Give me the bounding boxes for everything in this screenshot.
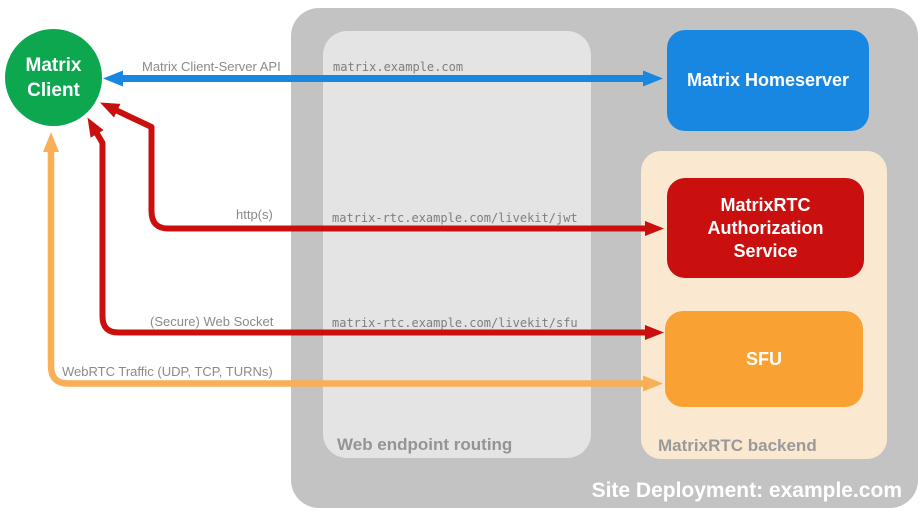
livekit-jwt-route-label: matrix-rtc.example.com/livekit/jwt [332, 211, 578, 225]
websocket-edge-label: (Secure) Web Socket [150, 314, 274, 329]
sfu-label: SFU [746, 348, 782, 369]
matrix-homeserver-node: Matrix Homeserver [667, 30, 869, 131]
web-endpoint-routing-caption: Web endpoint routing [337, 435, 513, 454]
livekit-sfu-route-label: matrix-rtc.example.com/livekit/sfu [332, 316, 578, 330]
matrix-client-node: Matrix Client [5, 29, 102, 126]
matrixrtc-backend-caption: MatrixRTC backend [658, 436, 817, 455]
site-deployment-caption: Site Deployment: example.com [591, 479, 902, 502]
client-server-api-edge-label: Matrix Client-Server API [142, 59, 281, 74]
web-endpoint-routing-box [323, 31, 591, 458]
matrix-domain-route-label: matrix.example.com [333, 60, 464, 74]
arrowhead-to-client-icon [43, 132, 59, 152]
arrowhead-to-client-icon [87, 117, 104, 138]
matrix-client-label: Matrix Client [25, 54, 82, 101]
sfu-node: SFU [665, 311, 863, 407]
matrixrtc-authorization-service-node: MatrixRTC Authorization Service [667, 178, 864, 278]
auth-service-label: MatrixRTC Authorization Service [707, 194, 824, 261]
matrix-homeserver-label: Matrix Homeserver [686, 70, 850, 90]
arrowhead-left-icon [103, 70, 123, 87]
arrowhead-to-client-icon [100, 102, 121, 118]
webrtc-traffic-edge-label: WebRTC Traffic (UDP, TCP, TURNs) [62, 364, 273, 379]
https-edge-label: http(s) [236, 207, 273, 222]
